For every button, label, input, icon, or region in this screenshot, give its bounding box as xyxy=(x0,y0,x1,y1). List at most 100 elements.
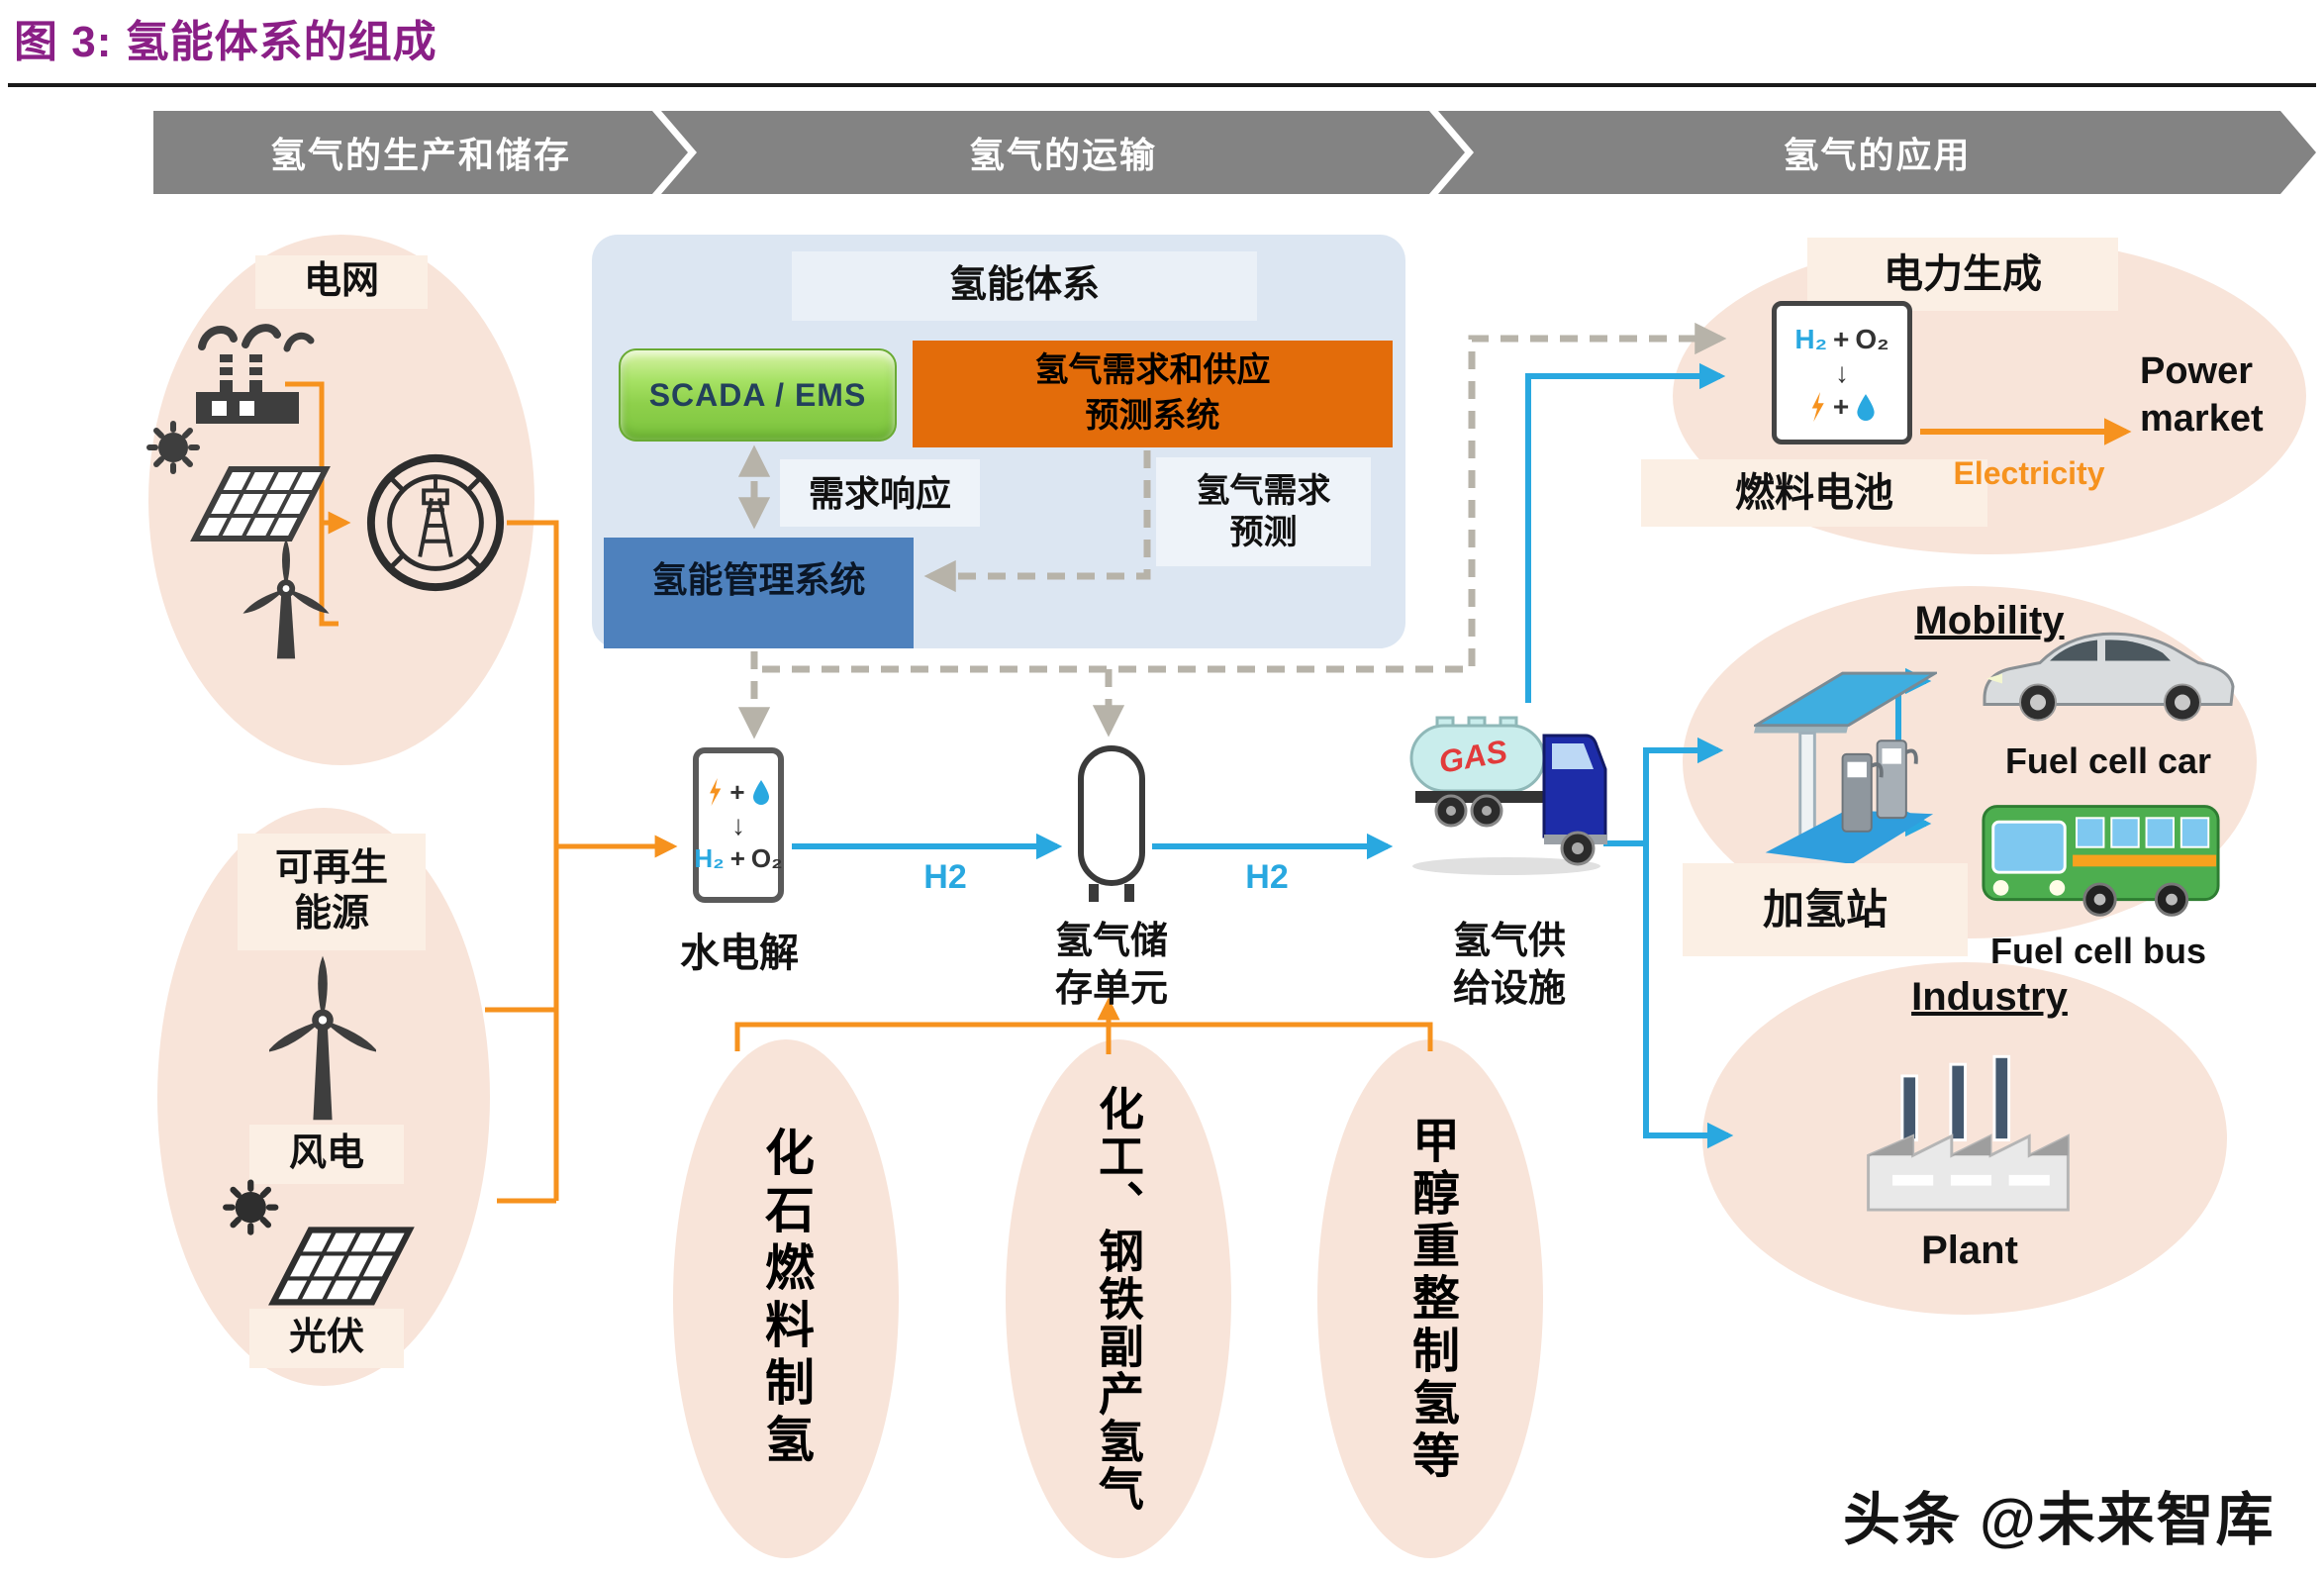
source-fossil-label: 化石燃料制氢 xyxy=(673,1039,899,1558)
forecast-line2: 预测系统 xyxy=(1085,397,1220,435)
source-byproduct-label: 化工、钢铁副产氢气 xyxy=(1006,1039,1231,1558)
hydrogen-station-icon xyxy=(1754,671,1937,864)
h2-demand-line1: 氢气需求 xyxy=(1196,471,1331,510)
fuel-cell-box: H₂ + O₂ ↓ + xyxy=(1772,301,1912,444)
grid-label: 电网 xyxy=(303,260,379,303)
fuel-cell-label-band: 燃料电池 xyxy=(1641,459,1987,527)
industry-text: Industry xyxy=(1911,975,2068,1019)
system-title: 氢能体系 xyxy=(948,264,1100,307)
plus-sign: + xyxy=(1833,323,1850,354)
fuel-cell-bus-text: Fuel cell bus xyxy=(1989,931,2207,971)
stage-banner-transport: 氢气的运输 xyxy=(661,111,1465,194)
bolt-icon xyxy=(710,778,722,806)
arrow-trunk-station xyxy=(1643,737,1724,843)
electrolysis-label: 水电解 xyxy=(665,929,814,978)
system-title-band: 氢能体系 xyxy=(792,251,1257,321)
h2-demand-forecast-label: 氢气需求 预测 xyxy=(1156,457,1371,566)
forecast-line1: 氢气需求和供应 xyxy=(1034,351,1271,390)
electrolyzer-box: + ↓ H₂ + O₂ xyxy=(693,747,784,903)
plus-sign: + xyxy=(729,842,745,873)
source-byproduct-ellipse xyxy=(1006,1039,1231,1558)
solar-panel-icon xyxy=(146,421,331,542)
source-methanol-label: 甲醇重整制氢等 xyxy=(1317,1039,1543,1558)
source-fossil-ellipse xyxy=(673,1039,899,1558)
water-drop-icon xyxy=(752,780,769,805)
wind-label-band: 风电 xyxy=(249,1125,404,1184)
station-label: 加氢站 xyxy=(1762,885,1888,933)
power-plant-icon xyxy=(196,324,315,424)
down-arrow-icon: ↓ xyxy=(731,809,745,840)
dashed-to-fuelcell xyxy=(762,322,1727,673)
stage-banner-production: 氢气的生产和储存 xyxy=(153,111,688,194)
water-drop-icon xyxy=(1857,393,1875,421)
plant-icon xyxy=(1867,1054,2070,1212)
power-generation-title: 电力生成 xyxy=(1884,252,2042,296)
renewable-label-line1: 可再生 xyxy=(274,847,388,890)
fuel-cell-car-icon xyxy=(1983,632,2235,722)
line-grid-circle-out xyxy=(507,520,559,1201)
h2-flow-text: H2 xyxy=(1245,858,1289,896)
plant-text: Plant xyxy=(1921,1229,2018,1272)
arrow-truck-fuelcell xyxy=(1525,362,1726,703)
supply-facility-label: 氢气供 给设施 xyxy=(1425,919,1594,1013)
electrolysis-text: 水电解 xyxy=(680,932,799,975)
h2-text: H₂ xyxy=(694,842,725,873)
scada-ems-label: SCADA / EMS xyxy=(648,376,867,413)
source-methanol-text: 甲醇重整制氢等 xyxy=(1404,1115,1457,1483)
arrow-trunk-industry xyxy=(1643,843,1734,1149)
stage-banner-label: 氢气的应用 xyxy=(1783,135,1972,175)
storage-leg xyxy=(1089,884,1099,902)
o2-text: O₂ xyxy=(750,842,783,873)
source-byproduct-text: 化工、钢铁副产氢气 xyxy=(1093,1085,1144,1513)
forecast-system-box: 氢气需求和供应 预测系统 xyxy=(913,341,1393,447)
storage-label: 氢气储 存单元 xyxy=(1029,919,1194,1013)
watermark-text: 头条 @未来智库 xyxy=(1843,1488,2276,1552)
stage-banner-label: 氢气的运输 xyxy=(968,135,1157,175)
storage-leg xyxy=(1124,884,1134,902)
demand-response-text: 需求响应 xyxy=(808,472,951,514)
source-methanol-ellipse xyxy=(1317,1039,1543,1558)
solar-panel-icon xyxy=(223,1179,415,1306)
renewable-label-line2: 能源 xyxy=(293,893,369,935)
supply-label-line1: 氢气供 xyxy=(1452,921,1566,962)
storage-label-line2: 存单元 xyxy=(1054,967,1168,1010)
electricity-text: Electricity xyxy=(1953,455,2105,491)
wind-turbine-icon xyxy=(269,955,376,1121)
management-system-box: 氢能管理系统 xyxy=(604,538,914,648)
h2-text: H₂ xyxy=(1794,323,1828,354)
electricity-label: Electricity xyxy=(1925,453,2133,493)
plus-sign: + xyxy=(1832,390,1850,422)
power-market-line1: Power xyxy=(2140,350,2254,392)
h2-flow-label-2: H2 xyxy=(1227,856,1307,899)
grid-circle-icon xyxy=(366,453,505,592)
grid-label-band: 电网 xyxy=(255,255,428,309)
figure-title: 图 3: 氢能体系的组成 xyxy=(14,18,437,66)
solar-label: 光伏 xyxy=(288,1317,364,1359)
h2-flow-text: H2 xyxy=(923,858,967,896)
mobility-title: Mobility xyxy=(1900,596,2079,645)
solar-label-band: 光伏 xyxy=(249,1309,404,1368)
stage-banner-application: 氢气的应用 xyxy=(1438,111,2316,194)
stage-banner-label: 氢气的生产和储存 xyxy=(269,135,571,175)
fuel-cell-car-label: Fuel cell car xyxy=(1965,739,2252,783)
bolt-icon xyxy=(1811,391,1824,422)
wind-turbine-icon xyxy=(242,539,330,659)
demand-response-label: 需求响应 xyxy=(780,459,980,527)
down-arrow-icon: ↓ xyxy=(1835,356,1849,388)
plant-label: Plant xyxy=(1910,1226,2029,1275)
fuel-cell-bus-label: Fuel cell bus xyxy=(1955,929,2242,973)
plus-sign: + xyxy=(729,776,745,807)
supply-label-line2: 给设施 xyxy=(1452,967,1566,1010)
o2-text: O₂ xyxy=(1855,323,1889,354)
storage-cylinder xyxy=(1078,745,1145,886)
source-fossil-text: 化石燃料制氢 xyxy=(758,1127,814,1471)
hydrogen-truck-icon: GAS xyxy=(1409,716,1607,875)
wind-label: 风电 xyxy=(288,1133,364,1175)
storage-label-line1: 氢气储 xyxy=(1054,921,1168,962)
h2-demand-line2: 预测 xyxy=(1229,514,1298,551)
h2-flow-label-1: H2 xyxy=(906,856,985,899)
fuel-cell-label: 燃料电池 xyxy=(1735,471,1893,515)
management-system-label: 氢能管理系统 xyxy=(651,559,866,600)
fuel-cell-bus-icon xyxy=(1982,805,2220,917)
